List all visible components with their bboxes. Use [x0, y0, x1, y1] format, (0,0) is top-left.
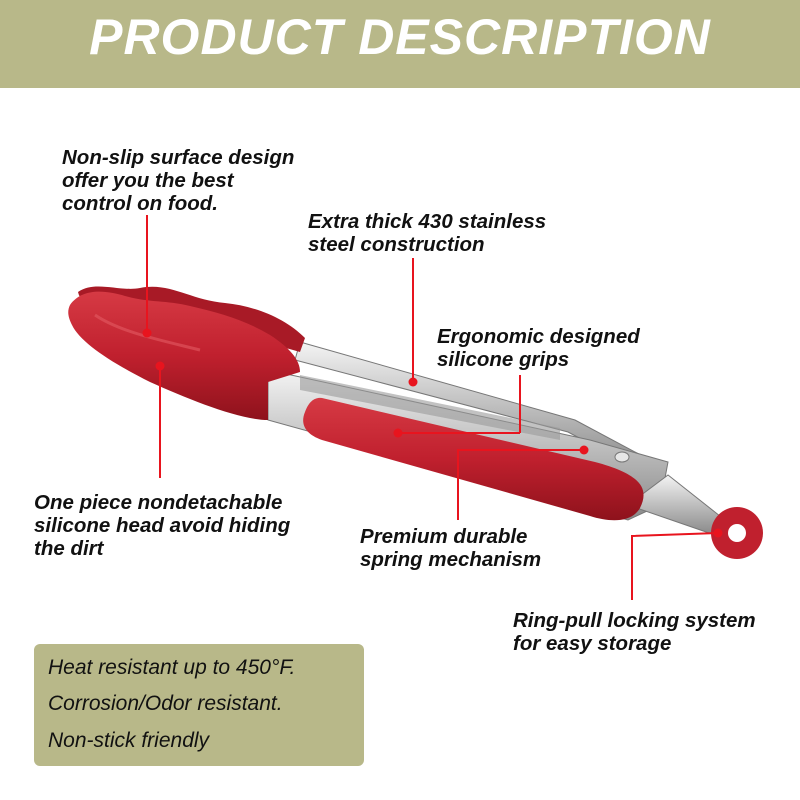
- feature-heat: Heat resistant up to 450°F.: [48, 656, 296, 679]
- spring-gap: [300, 375, 560, 440]
- feature-corrosion: Corrosion/Odor resistant.: [48, 692, 283, 715]
- callout-spring: Premium durable spring mechanism: [360, 525, 542, 571]
- features-box: Heat resistant up to 450°F. Corrosion/Od…: [34, 644, 364, 766]
- silicone-grip: [303, 397, 644, 521]
- callout-ring: Ring-pull locking system for easy storag…: [513, 609, 756, 655]
- callout-nonslip: Non-slip surface design offer you the be…: [62, 146, 295, 215]
- callout-grips: Ergonomic designed silicone grips: [437, 325, 640, 371]
- callout-steel: Extra thick 430 stainless steel construc…: [308, 210, 547, 256]
- silicone-head: [68, 291, 300, 420]
- leader-spring: [457, 449, 583, 520]
- feature-nonstick: Non-stick friendly: [48, 729, 210, 752]
- leader-ring: [631, 532, 719, 600]
- header-banner: PRODUCT DESCRIPTION: [0, 0, 800, 88]
- page-title: PRODUCT DESCRIPTION: [89, 9, 711, 65]
- lock-rivet: [614, 451, 630, 463]
- callout-head: One piece nondetachable silicone head av…: [34, 491, 291, 560]
